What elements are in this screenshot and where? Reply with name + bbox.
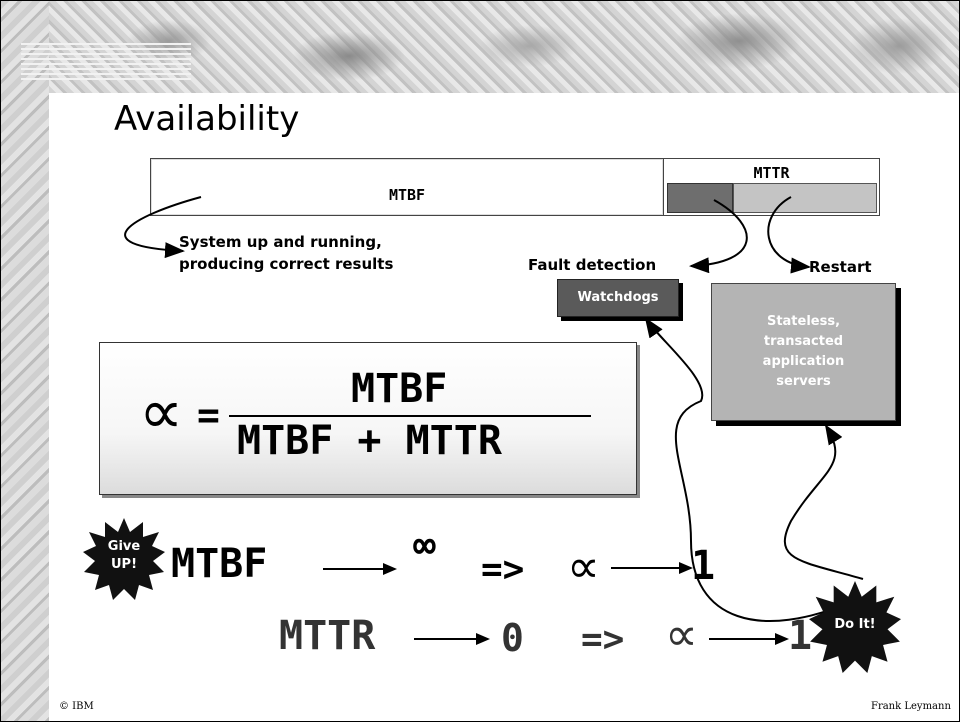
give-up-badge [83,518,165,600]
formula-denominator: MTBF + MTTR [237,418,502,464]
mttr-bar: MTTR [663,158,880,216]
availability-formula-box [99,342,637,495]
slide-title: Availability [114,99,300,139]
do-it-badge [809,581,901,673]
servers-line-2: transacted [763,334,844,349]
decorative-stripes [21,43,191,83]
servers-line-1: Stateless, [766,314,841,329]
uptime-note: System up and running, producing correct… [179,231,393,275]
mtbf-bar: MTBF [150,158,664,216]
background-texture-left [1,1,49,721]
limit-row1-symbol: ∝ [567,539,600,593]
arrow-restart [767,196,811,274]
limit-row2-implies: => [581,619,625,660]
servers-line-3: application [762,354,845,369]
fraction-line [229,415,591,417]
limit-row2-result: 1 [788,613,813,659]
give-up-line-1: Give [107,539,141,554]
limit-row2-symbol: ∝ [665,607,698,661]
limit-row2-target: 0 [501,616,524,660]
uptime-note-line-1: System up and running, [179,233,382,251]
limit-row2-arrow-head [476,633,490,645]
footer-copyright: © IBM [59,701,94,712]
fault-detection-label: Fault detection [528,256,657,274]
limit-row1-arrow-head [383,563,397,575]
limit-row1-var: MTBF [171,541,268,587]
do-it-text: Do It! [834,617,876,632]
limit-row1-result: 1 [691,543,716,589]
limit-row1-arrow2-head [679,562,693,574]
limit-row2-var: MTTR [279,613,376,659]
limit-row1-arrow2-line [611,567,683,569]
mtbf-bar-label: MTBF [388,186,426,204]
uptime-note-line-2: producing correct results [179,255,394,273]
denominator-text: MTBF + MTTR [237,418,502,464]
limit-row2-arrow2-line [709,638,779,640]
limit-row2-arrow-line [414,638,478,640]
alpha-symbol: ∝ [139,375,184,448]
restart-label: Restart [809,258,872,276]
servers-line-4: servers [776,374,831,389]
restart-segment [733,183,877,213]
limit-row2-arrow2-head [775,633,789,645]
formula-numerator: MTBF [351,366,448,412]
arrow-doit-to-watchdogs [644,317,854,622]
background-texture-top [49,1,959,93]
fault-detection-segment [667,183,733,213]
arrow-mtbf-to-note [124,196,202,259]
give-up-line-2: UP! [110,557,137,572]
give-up-text: Give UP! [83,538,165,574]
limit-row1-target: ∞ [413,523,436,567]
limit-row1-implies: => [481,549,525,590]
watchdogs-box: Watchdogs [557,279,679,317]
limit-row1-arrow-line [323,568,385,570]
arrow-doit-to-servers [784,424,864,580]
arrow-detect-to-fault [689,199,748,274]
servers-box: Stateless, transacted application server… [711,283,896,421]
mttr-bar-label: MTTR [753,164,790,182]
equals-sign: = [197,393,220,437]
footer-author: Frank Leymann [871,701,951,712]
